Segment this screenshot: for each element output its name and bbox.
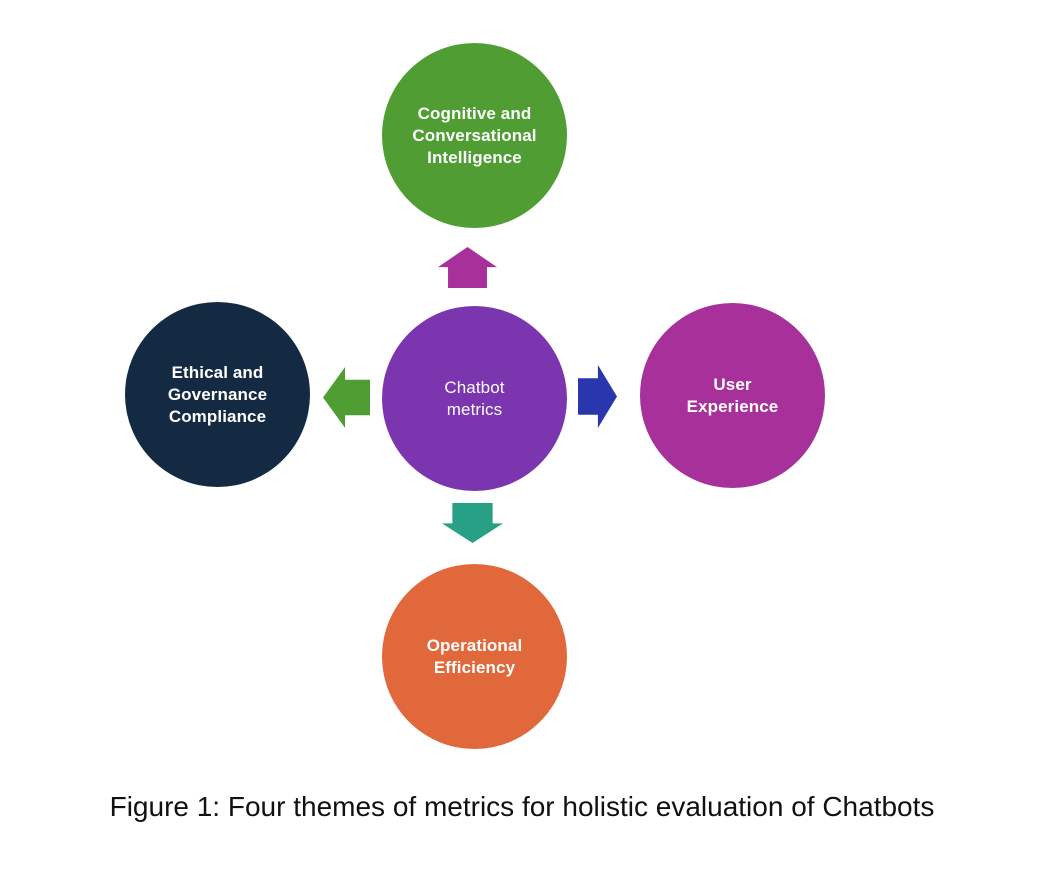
node-chatbot-metrics: Chatbot metrics <box>382 306 567 491</box>
node-label: Chatbot metrics <box>444 377 505 419</box>
arrow-up-icon <box>438 247 497 288</box>
node-label: Ethical and Governance Compliance <box>167 362 268 426</box>
arrow-down-icon <box>442 503 503 543</box>
node-operational-efficiency: Operational Efficiency <box>382 564 567 749</box>
node-user-experience: User Experience <box>640 303 825 488</box>
node-cognitive-conversational-intelligence: Cognitive and Conversational Intelligenc… <box>382 43 567 228</box>
arrow-right-icon <box>578 365 617 428</box>
arrow-left-icon <box>323 367 370 428</box>
node-label: Operational Efficiency <box>426 635 523 677</box>
figure-caption: Figure 1: Four themes of metrics for hol… <box>109 791 935 822</box>
node-label: Cognitive and Conversational Intelligenc… <box>412 103 537 167</box>
node-ethical-governance-compliance: Ethical and Governance Compliance <box>125 302 310 487</box>
node-label: User Experience <box>686 374 779 416</box>
